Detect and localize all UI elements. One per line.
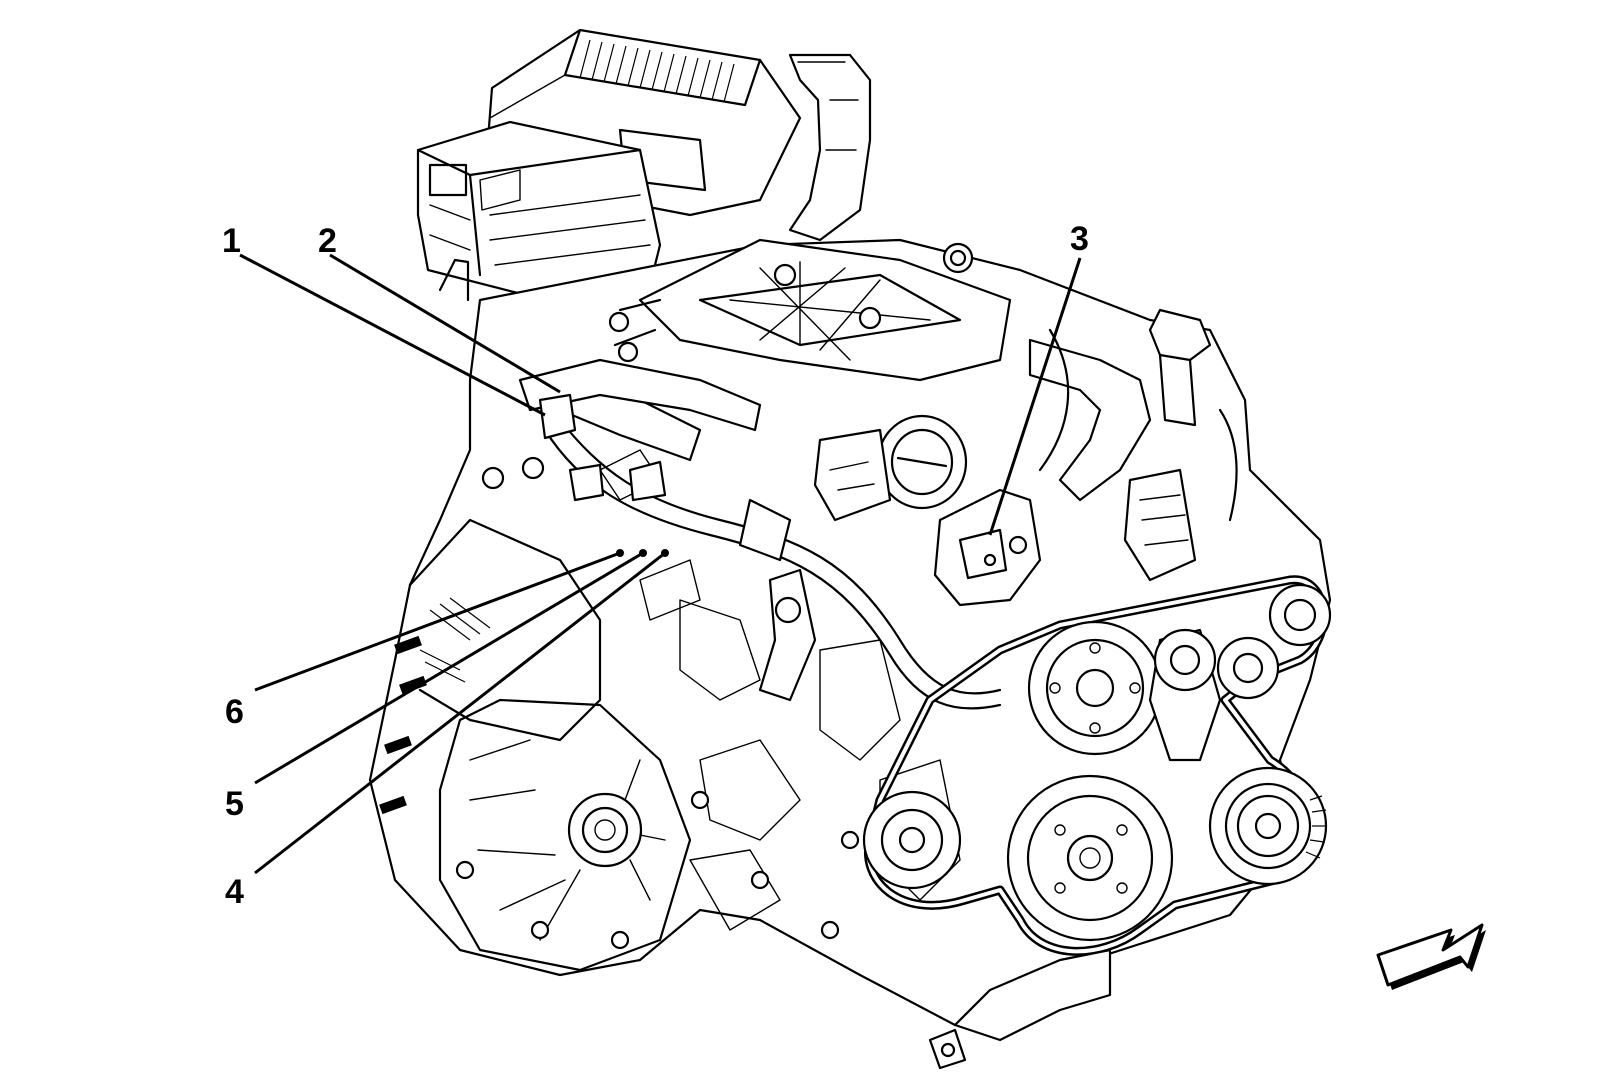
upper-hose (788, 53, 872, 242)
alternator-pulley (1027, 620, 1163, 756)
fuse-block (416, 120, 662, 302)
leader-3 (988, 257, 1082, 536)
oil-filler (1148, 308, 1212, 427)
callout-3: 3 (1070, 220, 1089, 258)
oil-pan (928, 948, 1112, 1070)
leader-5-dot (639, 549, 647, 557)
leader-1 (239, 253, 546, 417)
idler-pulley-right (1268, 583, 1332, 647)
leader-5 (254, 551, 644, 785)
tensioner-pulley (1148, 628, 1280, 762)
crankshaft-pulley (1006, 774, 1174, 942)
power-steering-pulley (862, 790, 962, 890)
throttle-body (813, 414, 968, 522)
transaxle (379, 456, 692, 972)
callout-2: 2 (318, 222, 337, 260)
front-direction-arrow-icon (1376, 923, 1486, 990)
leader-2 (329, 253, 561, 394)
callout-labels: 1 2 3 6 5 4 (222, 220, 1089, 911)
leader-6-dot (616, 549, 624, 557)
callout-leaders (239, 253, 1082, 875)
leader-4-dot (661, 549, 669, 557)
callout-5: 5 (225, 785, 244, 823)
leader-6 (254, 551, 621, 692)
leader-4 (254, 551, 666, 875)
intake-manifold (608, 238, 1012, 382)
callout-6: 6 (225, 693, 244, 731)
wiring-harness (538, 328, 1238, 940)
callout-1: 1 (222, 222, 241, 260)
callout-4: 4 (225, 873, 244, 911)
serpentine-belt (864, 575, 1328, 956)
ac-compressor-pulley (1208, 766, 1328, 886)
coolant-hose (518, 338, 1152, 502)
egr-valve (933, 488, 1042, 607)
